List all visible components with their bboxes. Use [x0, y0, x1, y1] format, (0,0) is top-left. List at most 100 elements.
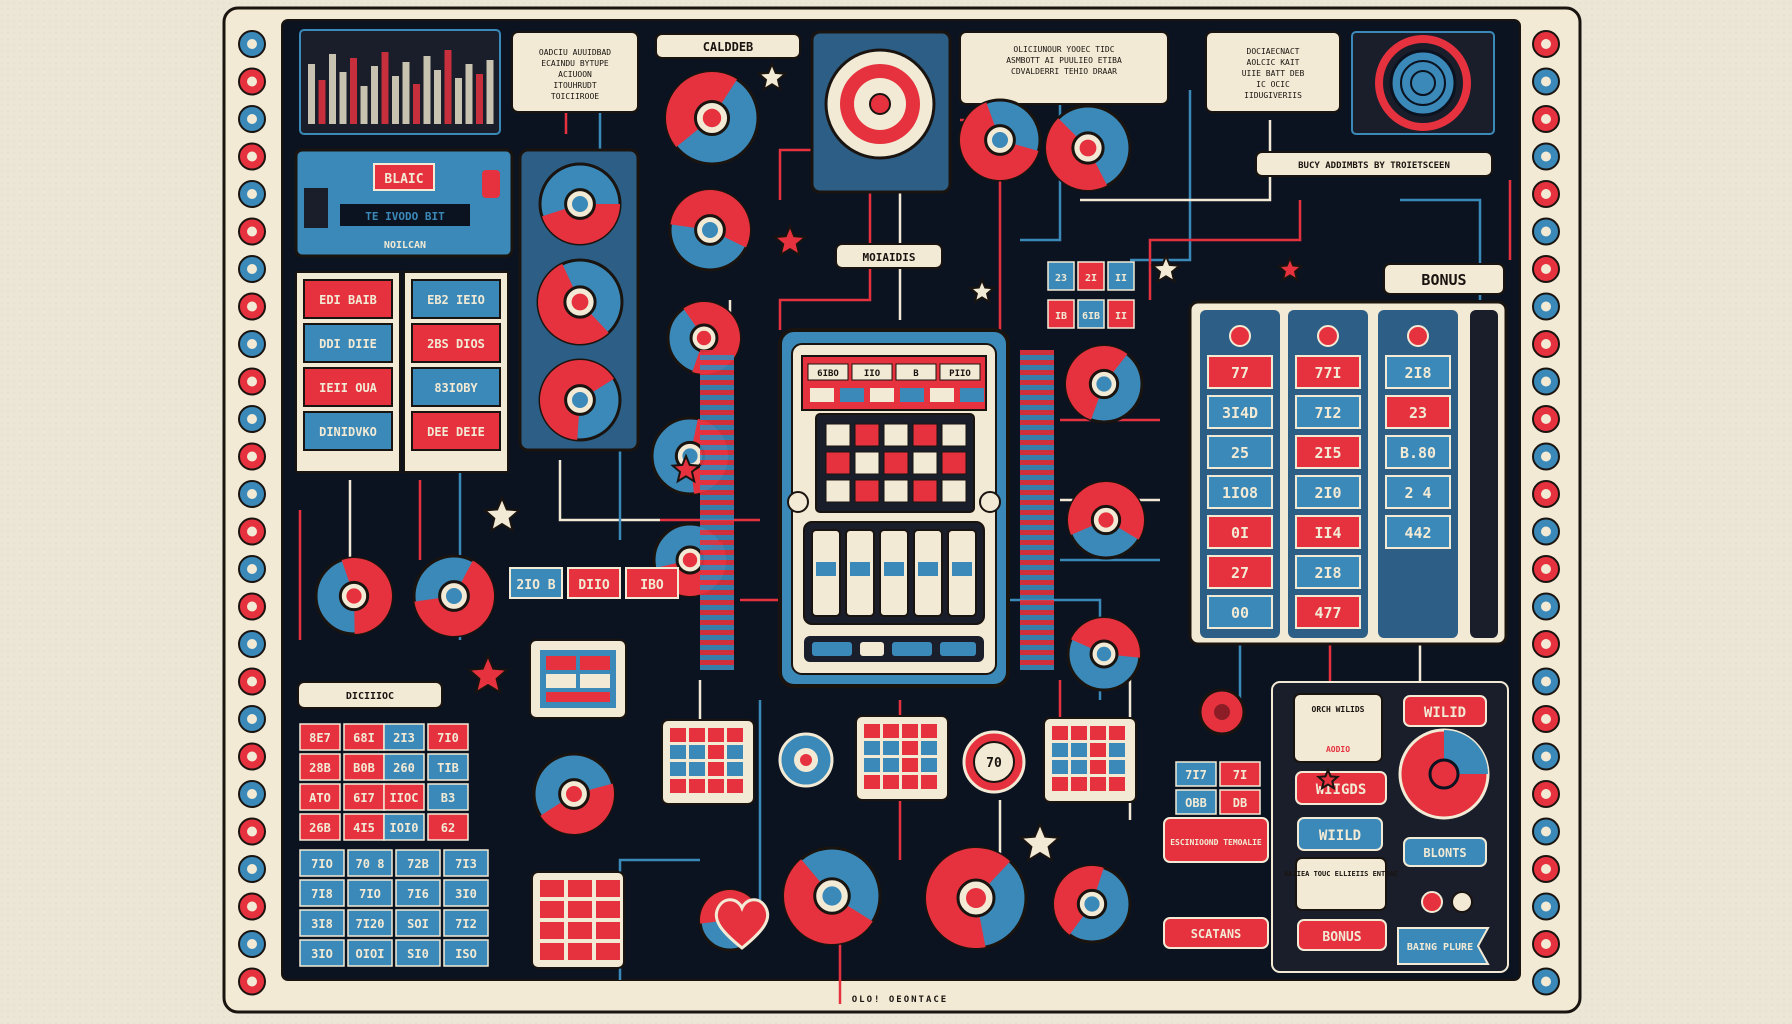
table-cell	[411, 323, 501, 363]
heart-icon	[714, 898, 770, 950]
mini-board-cell	[1052, 726, 1068, 740]
reel-cell-text: 25	[1231, 444, 1249, 462]
donut-center	[1079, 139, 1097, 157]
reel-cell	[1385, 475, 1451, 509]
mini-board-cell	[864, 724, 880, 738]
machine-grid-cell	[941, 423, 967, 447]
donut-center	[1096, 376, 1112, 392]
side-icon-dot	[1541, 901, 1551, 912]
reel-columns: 773I4D251IO80I270077I7I22I52I0II42I84772…	[1207, 325, 1451, 629]
donut-center	[682, 552, 698, 568]
mini-board-cell	[902, 724, 918, 738]
star-icon	[1018, 821, 1062, 863]
side-icon-dot	[1541, 826, 1551, 837]
grid-cell-text: IB	[1055, 311, 1067, 322]
grid-cell	[299, 879, 345, 907]
reel-knob[interactable]	[1407, 325, 1429, 347]
donut-center	[1084, 896, 1100, 912]
grid-cell	[427, 783, 469, 811]
donut-slice	[541, 204, 620, 244]
donut-chart	[924, 846, 1028, 950]
led-bar	[455, 78, 462, 124]
mini-board-cell	[727, 762, 743, 776]
led-bar	[308, 64, 315, 124]
donut-center	[346, 588, 362, 604]
grid-cell	[1219, 789, 1261, 815]
grid-cell	[1219, 761, 1261, 787]
side-icon-dot	[1541, 151, 1551, 162]
mini-board-cell	[540, 901, 564, 918]
grid-cell	[347, 849, 393, 877]
target-screen	[1351, 31, 1495, 135]
star-icon	[670, 453, 702, 484]
side-icon-dot	[247, 976, 257, 987]
reel-knob[interactable]	[1317, 325, 1339, 347]
reel-cell-text: 00	[1231, 604, 1249, 622]
grid-cell	[395, 849, 441, 877]
machine-top-cell	[939, 363, 981, 381]
mini-board-cell	[1090, 726, 1106, 740]
grid-cell	[1077, 261, 1105, 291]
side-icon-strip	[238, 30, 1560, 996]
mini-board-cell	[689, 762, 705, 776]
small-panel-cell	[509, 567, 563, 599]
mini-board-cell	[596, 901, 620, 918]
side-icon-dot	[1541, 301, 1551, 312]
mini-board-cell	[864, 741, 880, 755]
bonts-label: BLONTS	[1423, 846, 1466, 860]
grid-cell-text: 7I6	[407, 887, 429, 901]
donut-center	[1096, 646, 1112, 662]
table-cell-text: EDI BAIB	[319, 293, 377, 307]
grid-cell	[1047, 261, 1075, 291]
machine-grid-cell	[825, 451, 851, 475]
mini-board-cell	[596, 880, 620, 897]
grid-cell-text: ATO	[309, 791, 331, 805]
table-cell	[303, 323, 393, 363]
reel-cell-text: 7I2	[1314, 404, 1341, 422]
led-bar	[402, 62, 410, 124]
reel-cell	[1207, 515, 1273, 549]
grid-cell	[347, 939, 393, 967]
machine-grid-cell	[883, 423, 909, 447]
mini-board-cell	[670, 762, 686, 776]
machine-top-text: B	[913, 369, 919, 379]
led-bar	[444, 50, 452, 124]
side-icon-dot	[1541, 76, 1551, 87]
right-bottom-panel: ORCH WILIDS AODIO WILID WIIGDS WIILD BLO…	[1271, 681, 1509, 973]
table-cell	[411, 279, 501, 319]
machine-grid-cell	[912, 423, 938, 447]
bonus2-label: BONUS	[1322, 930, 1361, 945]
reel-knob[interactable]	[1229, 325, 1251, 347]
mini-board-cell	[1071, 777, 1087, 791]
grid-cell-text: 6IB	[1082, 311, 1100, 322]
grid-cell	[1047, 299, 1075, 329]
side-icon-dot	[247, 151, 257, 162]
mini-board-cell	[1052, 777, 1068, 791]
led-bar	[465, 64, 473, 124]
side-icon-dot	[247, 526, 257, 537]
reel-cell	[1385, 355, 1451, 389]
reel-cell-text: 2I0	[1314, 484, 1341, 502]
reel-cell-text: 3I4D	[1222, 404, 1258, 422]
red-button[interactable]	[1198, 688, 1246, 736]
table-cell	[411, 367, 501, 407]
grid-cell-text: ISO	[455, 947, 477, 961]
grid-cell-text: 2I3	[393, 731, 415, 745]
donut-chart	[1052, 864, 1132, 944]
coin-badge: 70	[962, 730, 1026, 794]
donut-chart	[538, 358, 622, 442]
reel-symbol	[952, 562, 972, 576]
grid-cell	[383, 783, 425, 811]
grid-cell	[1175, 761, 1217, 787]
grid-cell	[395, 879, 441, 907]
side-icon-dot	[1541, 114, 1551, 124]
bottom-boards	[531, 715, 1137, 969]
machine-grid-cell	[883, 451, 909, 475]
mini-board-cell	[864, 775, 880, 789]
table-cell-text: 2BS DIOS	[427, 337, 485, 351]
table-cell-text: DEE DEIE	[427, 425, 485, 439]
side-icon-dot	[247, 226, 257, 237]
